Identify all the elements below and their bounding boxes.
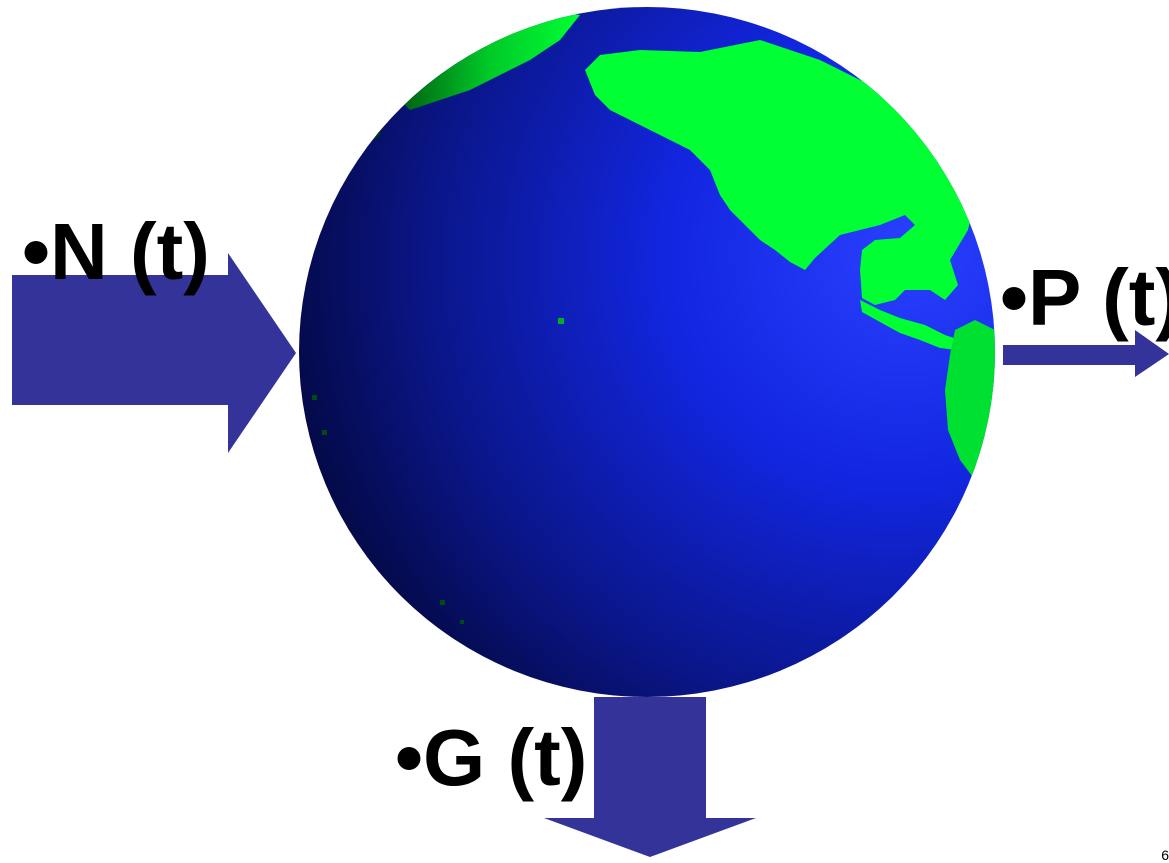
arrow-right-icon <box>1003 330 1169 377</box>
outflow-down-label: •G (t) <box>395 713 588 802</box>
outflow-right-label: •P (t) <box>1000 253 1169 342</box>
land-island <box>312 395 317 400</box>
corner-page-number: 6 <box>1161 847 1169 863</box>
inflow-label: •N (t) <box>22 207 210 296</box>
land-island <box>460 620 464 624</box>
land-central-america <box>860 300 960 350</box>
land-island <box>558 318 564 324</box>
earth-globe-icon <box>299 7 995 697</box>
land-island <box>322 430 327 435</box>
land-island <box>440 600 445 605</box>
land-arctic <box>395 10 580 110</box>
land-island <box>910 265 915 270</box>
land-island <box>935 245 940 250</box>
arrow-right-icon <box>12 253 296 453</box>
land-north-america <box>585 40 975 305</box>
arrow-down-icon <box>544 697 756 857</box>
